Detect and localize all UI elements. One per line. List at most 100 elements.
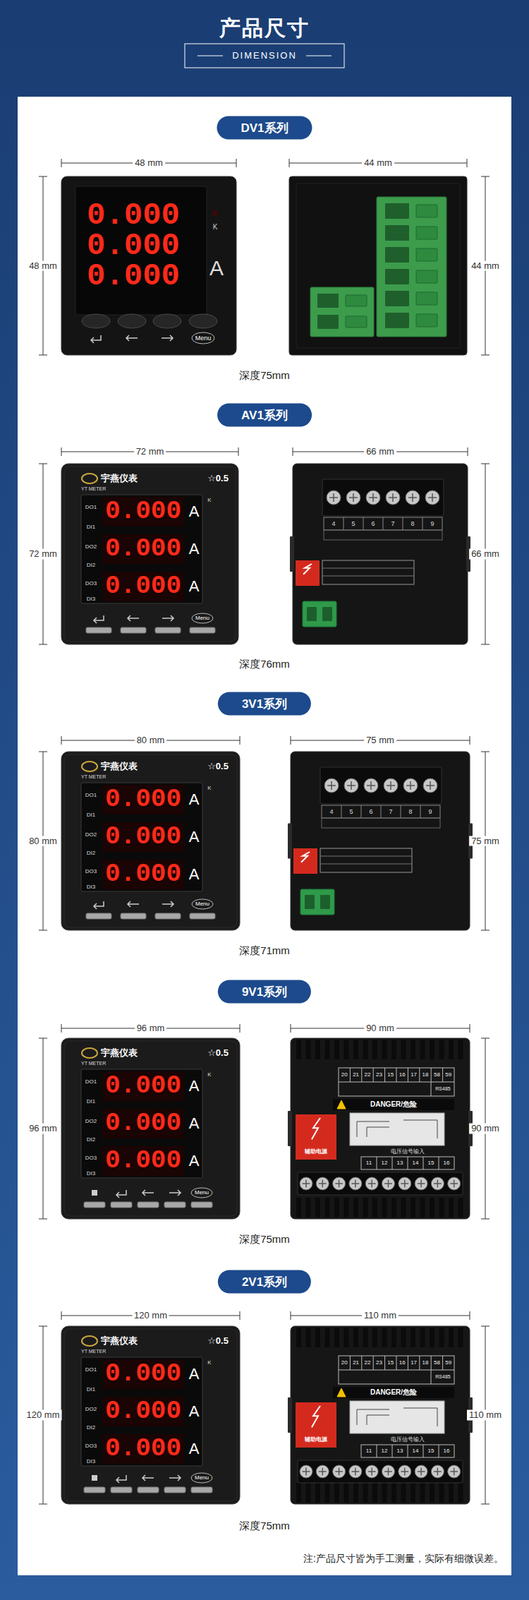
digit-background — [102, 1145, 185, 1176]
meter-body — [61, 176, 237, 355]
terminal-screw — [447, 1464, 461, 1477]
screw-slot — [352, 493, 355, 502]
table-divider — [396, 1354, 398, 1370]
io-indicator: DI2 — [86, 849, 96, 856]
depth-label: 深度75mm — [239, 368, 290, 381]
terminal-number: 12 — [381, 1158, 388, 1166]
terminal-number: 13 — [397, 1158, 404, 1166]
terminal-screw — [345, 315, 367, 328]
vent-ridge — [334, 1481, 340, 1502]
meter-bezel — [64, 1328, 237, 1501]
dimension-label: 72 mm — [134, 446, 167, 458]
wiring-table — [322, 560, 415, 585]
display-digits: 0.000 — [105, 1435, 182, 1461]
brand-name: 宇燕仪表 — [100, 473, 138, 484]
terminal-screw — [346, 490, 361, 505]
io-indicator: DO3 — [85, 1441, 97, 1449]
vent-ridge — [334, 1326, 340, 1347]
arrow-icon — [126, 335, 138, 341]
terminal-screw — [430, 1464, 444, 1477]
vent-ridge — [306, 1326, 312, 1347]
vent-ridge — [363, 1196, 369, 1217]
dimension-tick — [481, 1503, 490, 1504]
depth-label: 深度75mm — [239, 1518, 290, 1531]
terminal-screw — [398, 1176, 412, 1190]
dimension-label: 96 mm — [26, 1122, 60, 1134]
unit-label: A — [189, 827, 200, 845]
table-divider — [373, 1354, 374, 1370]
screw-slot — [354, 1467, 357, 1475]
dimension-tick — [236, 158, 237, 168]
vent-ridge — [363, 1481, 369, 1502]
button — [83, 1486, 106, 1492]
signal-name: RS485 — [435, 1085, 451, 1092]
vent-ridge — [401, 1038, 407, 1059]
vent-ridge — [372, 1481, 378, 1502]
digit-background — [102, 821, 185, 852]
vent-ridge — [410, 1038, 416, 1059]
shock-icon — [311, 1405, 321, 1427]
dimension-label: 72 mm — [26, 548, 60, 560]
vent-ridge — [325, 1326, 331, 1347]
depth-label: 深度76mm — [239, 657, 290, 670]
terminal-number: 58 — [433, 1358, 441, 1365]
vent-ridge — [296, 1038, 302, 1059]
dimension-tick — [38, 176, 48, 178]
dimension-tick — [61, 158, 63, 168]
button-label: Menu — [195, 900, 210, 907]
terminal-number: 59 — [445, 1070, 452, 1078]
terminal-slot — [385, 268, 410, 285]
io-indicator: DO1 — [85, 503, 97, 510]
arrow-icon — [169, 1474, 181, 1480]
terminal-table — [321, 804, 441, 818]
dimension-tick — [469, 1310, 471, 1319]
dimension-label: 110 mm — [466, 1409, 504, 1420]
vent-ridge — [429, 1326, 435, 1347]
dimension-label: 44 mm — [361, 157, 395, 169]
button — [120, 627, 147, 633]
table-divider — [430, 1081, 432, 1096]
terminal-screw — [315, 1464, 329, 1477]
dimension-tick — [61, 447, 63, 456]
terminal-screw — [366, 490, 381, 505]
vent-ridge — [372, 1196, 378, 1217]
terminal-screw — [416, 313, 438, 327]
vent-ridge — [315, 1481, 321, 1502]
dimension-label: 66 mm — [469, 548, 502, 560]
display-digits: 0.000 — [105, 861, 182, 887]
arrow-icon — [127, 900, 139, 907]
table-divider — [418, 1067, 420, 1082]
vent-ridge — [420, 1481, 426, 1502]
dimension-tick — [292, 447, 294, 456]
terminal-screw — [315, 1176, 329, 1190]
terminal-number: 15 — [387, 1070, 394, 1078]
table-divider — [438, 1443, 440, 1457]
io-indicator: DI2 — [86, 1423, 96, 1430]
vent-ridge — [334, 1196, 340, 1217]
display-frame — [81, 1068, 203, 1178]
screw-slot — [392, 493, 394, 502]
warning-triangle — [337, 1099, 346, 1109]
display-digits: 0.000 — [86, 260, 180, 292]
series-badge: 3V1系列 — [217, 691, 312, 716]
terminal-number: 11 — [366, 1158, 372, 1166]
meter-back — [289, 176, 467, 355]
screw-slot — [305, 1179, 307, 1188]
subtitle-frame — [184, 43, 345, 68]
terminal-number: 7 — [388, 807, 393, 815]
vent-ridge — [448, 1481, 454, 1502]
vent-ridge — [344, 1196, 350, 1217]
table-divider — [349, 1354, 351, 1370]
digit-background — [102, 533, 185, 564]
terminal-number: 16 — [443, 1158, 451, 1166]
terminal-number: 22 — [364, 1070, 372, 1078]
screw-slot — [390, 780, 392, 790]
unit-prefix: K — [207, 784, 211, 791]
terminal-screw — [405, 490, 420, 505]
signal-name: 电压信号输入 — [390, 1147, 425, 1154]
vent-ridge — [306, 1196, 312, 1217]
dimension-tick — [481, 1218, 490, 1219]
terminal-screw — [349, 1464, 362, 1477]
menu-oval — [191, 1472, 213, 1482]
series-badge: AV1系列 — [217, 403, 312, 427]
